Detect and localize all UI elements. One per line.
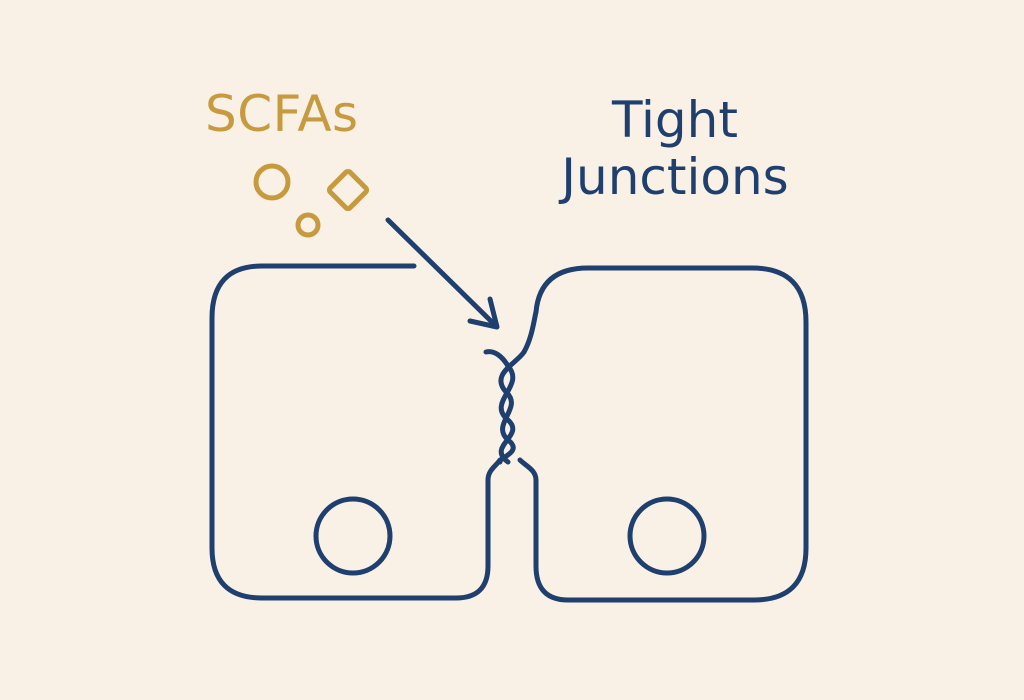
scfa-molecules: [253, 163, 370, 238]
left-epithelial-cell: [209, 263, 503, 601]
tight-junction-strands: [483, 349, 527, 465]
arrow-icon: [385, 217, 500, 330]
scfa-circle-large-icon: [253, 163, 291, 201]
scfa-diamond-icon: [326, 168, 370, 212]
tight-junctions-label: Tight Junctions: [545, 92, 805, 206]
right-epithelial-cell: [517, 265, 809, 603]
right-cell-nucleus: [627, 496, 707, 576]
junction-strand-b: [497, 349, 527, 465]
tight-junctions-label-line1: Tight: [612, 91, 738, 149]
tight-junctions-label-line2: Junctions: [561, 148, 789, 206]
junction-strand-a: [483, 349, 516, 465]
scfa-circle-small-icon: [295, 212, 321, 238]
left-cell-nucleus: [313, 496, 393, 576]
scfas-label: SCFAs: [205, 85, 359, 143]
